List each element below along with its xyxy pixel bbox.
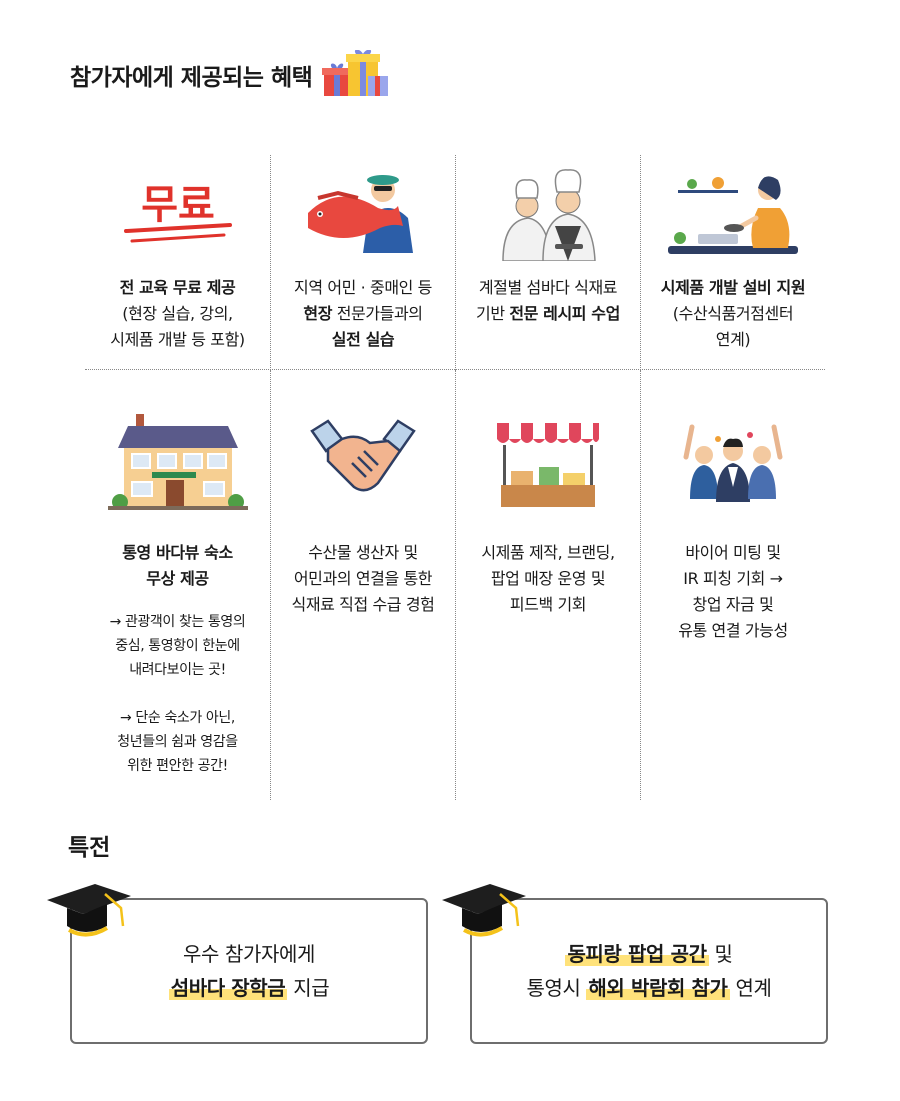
- benefit-text-line: 팝업 매장 운영 및: [490, 569, 606, 588]
- note-line: 중심, 통영항이 한눈에: [115, 638, 240, 654]
- benefit-equipment-support: 시제품 개발 설비 지원 (수산식품거점센터 연계): [640, 155, 825, 370]
- note-line: 위한 편안한 공간!: [127, 758, 228, 774]
- svg-text:무료: 무료: [141, 182, 215, 228]
- benefit-producer-connection: 수산물 생산자 및 어민과의 연결을 통한 식재료 직접 수급 경험: [270, 370, 455, 800]
- note-line: 내려다보이는 곳!: [129, 662, 226, 678]
- benefit-text-line: 전 교육 무료 제공: [119, 278, 236, 297]
- benefits-heading: 참가자에게 제공되는 혜택: [70, 50, 392, 100]
- market-stall-icon: [497, 422, 599, 507]
- perks-title: 특전: [68, 835, 111, 861]
- benefit-field-practice: 지역 어민 · 중매인 등 현장 전문가들과의 실전 실습: [270, 155, 455, 370]
- cheering-people-icon: [683, 424, 783, 502]
- benefit-text-line: (현장 실습, 강의,: [122, 304, 233, 323]
- note-line: → 단순 숙소가 아닌,: [120, 710, 235, 726]
- perk-box-scholarship: 우수 참가자에게 섬바다 장학금 지급: [70, 898, 428, 1044]
- cooking-woman-icon: [668, 176, 798, 254]
- fisherman-fish-icon: [308, 175, 413, 253]
- benefit-text-line: 유통 연결 가능성: [678, 621, 788, 640]
- benefit-free-education: 무료 전 교육 무료 제공 (현장 실습, 강의, 시제품 개발 등 포함): [85, 155, 270, 370]
- benefit-text-line: (수산식품거점센터: [672, 304, 794, 323]
- benefit-text-line: 지역 어민 · 중매인 등: [294, 278, 432, 297]
- benefit-text-line: 바이어 미팅 및: [685, 543, 781, 562]
- benefit-free-lodging: 통영 바다뷰 숙소 무상 제공 → 관광객이 찾는 통영의 중심, 통영항이 한…: [85, 370, 270, 800]
- benefit-recipe-class: 계절별 섬바다 식재료 기반 전문 레시피 수업: [455, 155, 640, 370]
- benefit-text-line: 어민과의 연결을 통한: [293, 569, 433, 588]
- benefit-text-line: 계절별 섬바다 식재료: [478, 278, 618, 297]
- benefit-text-line: 식재료 직접 수급 경험: [291, 595, 435, 614]
- benefit-text-line: 실전 실습: [331, 330, 395, 349]
- lodging-notes: → 관광객이 찾는 통영의 중심, 통영항이 한눈에 내려다보이는 곳! → 단…: [85, 610, 270, 778]
- graduation-cap-icon: [442, 884, 526, 937]
- benefits-title: 참가자에게 제공되는 혜택: [70, 65, 313, 91]
- benefit-text-line: 피드백 기회: [509, 595, 587, 614]
- benefit-text-line: 시제품 제작, 브랜딩,: [481, 543, 615, 562]
- benefit-text-line: 통영 바다뷰 숙소: [122, 543, 233, 562]
- benefit-text-line: 수산물 생산자 및: [308, 543, 418, 562]
- perk-text-line: 동피랑 팝업 공간 및: [565, 942, 733, 966]
- benefit-text-line: 연계): [715, 330, 751, 349]
- benefits-row-2: 통영 바다뷰 숙소 무상 제공 → 관광객이 찾는 통영의 중심, 통영항이 한…: [85, 370, 825, 800]
- perk-text-line: 섬바다 장학금 지급: [168, 976, 330, 1000]
- benefit-text-line: 현장 전문가들과의: [303, 304, 423, 323]
- house-icon: [107, 414, 248, 510]
- benefit-text-line: 기반 전문 레시피 수업: [476, 304, 620, 323]
- note-line: → 관광객이 찾는 통영의: [109, 614, 246, 630]
- perk-box-popup-expo: 동피랑 팝업 공간 및 통영시 해외 박람회 참가 연계: [470, 898, 828, 1044]
- handshake-icon: [310, 419, 416, 492]
- benefit-text-line: 창업 자금 및: [692, 595, 774, 614]
- benefit-text-line: 시제품 개발 등 포함): [110, 330, 245, 349]
- benefit-prototype-popup: 시제품 제작, 브랜딩, 팝업 매장 운영 및 피드백 기회: [455, 370, 640, 800]
- benefit-text-line: 시제품 개발 설비 지원: [660, 278, 806, 297]
- gift-boxes-icon: [322, 50, 389, 96]
- benefits-grid: 무료 전 교육 무료 제공 (현장 실습, 강의, 시제품 개발 등 포함): [85, 155, 825, 800]
- free-stamp-icon: 무료: [123, 182, 232, 243]
- graduation-cap-icon: [47, 884, 131, 937]
- perk-text-line: 우수 참가자에게: [183, 942, 315, 966]
- perk-text-line: 통영시 해외 박람회 참가 연계: [526, 976, 772, 1000]
- benefits-row-1: 무료 전 교육 무료 제공 (현장 실습, 강의, 시제품 개발 등 포함): [85, 155, 825, 370]
- benefit-buyer-meeting: 바이어 미팅 및 IR 피칭 기회 → 창업 자금 및 유통 연결 가능성: [640, 370, 825, 800]
- chefs-icon: [502, 168, 596, 261]
- benefit-text-line: 무상 제공: [146, 569, 209, 588]
- note-line: 청년들의 쉼과 영감을: [117, 734, 238, 750]
- benefit-text-line: IR 피칭 기회 →: [683, 569, 783, 588]
